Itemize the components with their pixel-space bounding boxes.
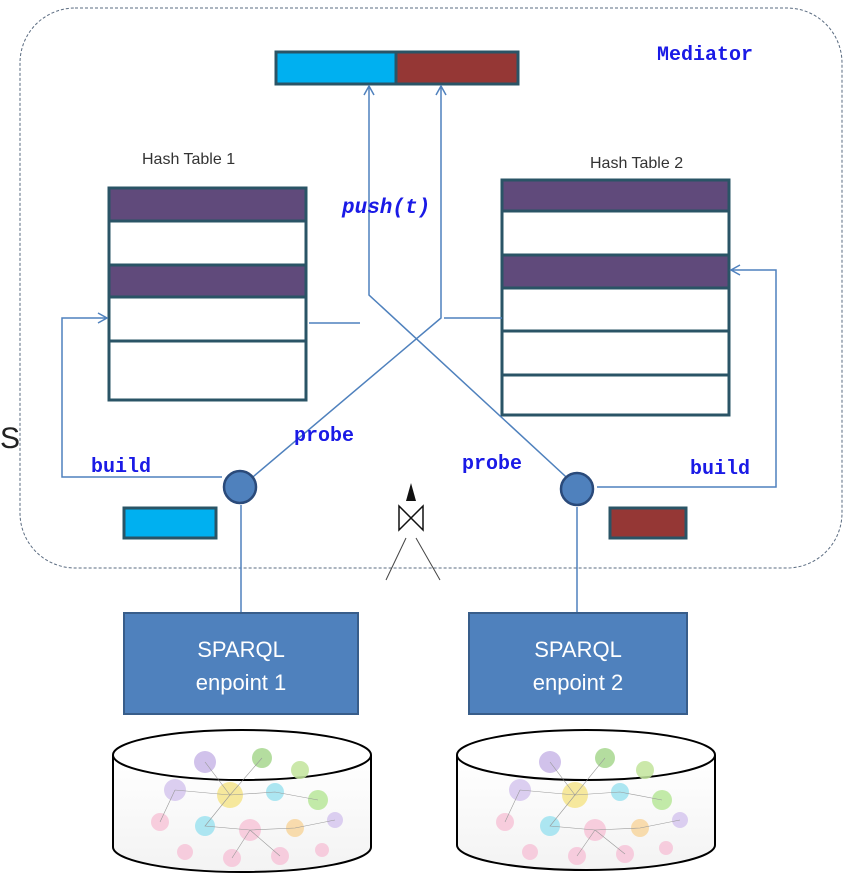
push-arrow-right xyxy=(240,84,447,488)
join-operator-icon xyxy=(385,483,441,581)
sparql-endpoint-1: SPARQL enpoint 1 xyxy=(123,612,359,715)
edge-fragment-text: S xyxy=(0,422,20,455)
endpoint-1-line1: SPARQL xyxy=(197,637,285,662)
probe-label-right: probe xyxy=(462,453,522,476)
endpoint-1-line2: enpoint 1 xyxy=(196,670,287,695)
push-arrow-left xyxy=(363,84,578,488)
input-tuple-blue xyxy=(122,506,218,540)
mediator-label: Mediator xyxy=(657,44,753,67)
endpoint-2-line1: SPARQL xyxy=(534,637,622,662)
build-arrow-right xyxy=(597,264,777,488)
build-label-left: build xyxy=(91,456,151,479)
database-cylinder-2 xyxy=(456,729,716,871)
hash-table-1-slot-filled xyxy=(109,265,306,297)
input-tuple-red xyxy=(608,506,688,540)
output-tuple xyxy=(274,50,520,86)
hash-table-1 xyxy=(107,186,308,402)
hash-table-2-slot-filled xyxy=(502,255,729,288)
probe-label-left: probe xyxy=(294,425,354,448)
mediator-region xyxy=(19,7,843,569)
join-node-left xyxy=(222,469,258,505)
database-cylinder-1 xyxy=(112,729,372,873)
endpoint-2-line2: enpoint 2 xyxy=(533,670,624,695)
rdf-graph-thumbnail-1 xyxy=(151,748,343,867)
output-tuple-red xyxy=(394,50,520,86)
build-arrow-left xyxy=(61,312,222,478)
output-tuple-blue xyxy=(274,50,398,86)
push-label: push(t) xyxy=(341,197,430,220)
hash-table-1-slot-filled xyxy=(109,188,306,221)
rdf-graph-thumbnail-2 xyxy=(496,748,688,865)
hash-table-2-label: Hash Table 2 xyxy=(590,155,683,172)
join-node-right xyxy=(559,471,595,507)
hash-table-2 xyxy=(500,178,731,417)
flow-lines xyxy=(61,84,777,612)
build-label-right: build xyxy=(690,458,750,481)
hash-table-2-slot-filled xyxy=(502,180,729,211)
hash-table-1-label: Hash Table 1 xyxy=(142,151,235,168)
sparql-endpoint-2: SPARQL enpoint 2 xyxy=(468,612,688,715)
